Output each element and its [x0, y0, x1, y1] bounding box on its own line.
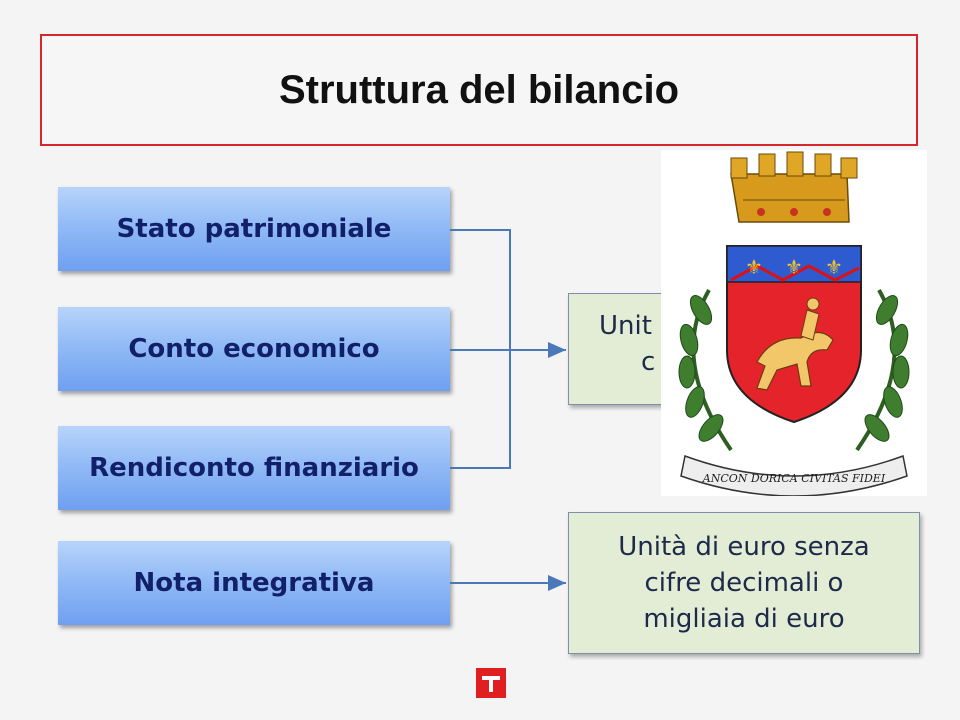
connector-stato	[450, 229, 511, 350]
svg-text:ANCON DORICA CIVITAS FIDEI: ANCON DORICA CIVITAS FIDEI	[702, 472, 886, 485]
laurel-icon	[678, 289, 910, 452]
right-bottom-text: Unità di euro senza cifre decimali o mig…	[618, 532, 870, 634]
shield-icon: ⚜ ⚜ ⚜	[726, 245, 862, 424]
right-top-line1: Unit	[599, 311, 652, 341]
box-nota-integrativa: Nota integrativa	[58, 541, 450, 625]
slide-title: Struttura del bilancio	[278, 67, 680, 112]
svg-text:⚜: ⚜	[825, 255, 843, 279]
footer-logo-icon	[476, 668, 506, 698]
connector-rendiconto	[450, 350, 511, 469]
box-rendiconto-finanziario: Rendiconto finanziario	[58, 426, 450, 510]
svg-text:⚜: ⚜	[745, 255, 763, 279]
ribbon-motto: ANCON DORICA CIVITAS FIDEI	[680, 454, 908, 497]
box-conto-economico: Conto economico	[58, 307, 450, 391]
title-box: Struttura del bilancio	[40, 34, 918, 146]
box-stato-patrimoniale: Stato patrimoniale	[58, 187, 450, 271]
box-right-bottom: Unità di euro senza cifre decimali o mig…	[568, 512, 920, 654]
crown-icon	[730, 151, 858, 223]
coat-of-arms: ⚜ ⚜ ⚜ ANCON DORICA CIVITAS FIDEI	[661, 150, 927, 497]
svg-text:⚜: ⚜	[785, 255, 803, 279]
right-top-line2: c	[641, 347, 656, 377]
